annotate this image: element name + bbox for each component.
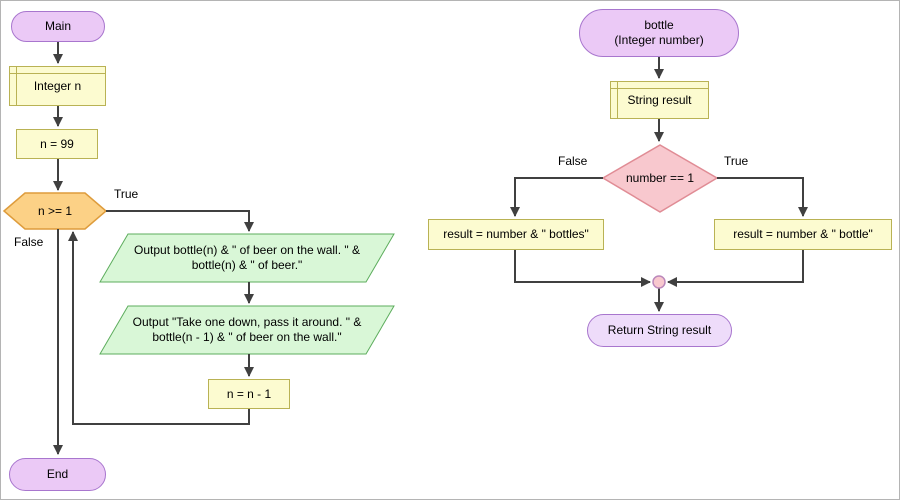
edge-decision-false-to-bottles — [510, 177, 603, 217]
edge-bottles-to-merge — [514, 250, 651, 287]
declaration-string-result: String result — [610, 81, 709, 119]
edge-bottle-to-merge — [667, 250, 804, 287]
terminal-bottle-start-label: bottle (Integer number) — [614, 18, 704, 47]
output-parallelogram-1-shape — [99, 233, 395, 283]
merge-connector-circle — [652, 275, 666, 289]
process-n-equals-99: n = 99 — [16, 129, 98, 159]
process-n-decrement-label: n = n - 1 — [226, 386, 272, 401]
process-result-bottle-label: result = number & " bottle" — [733, 227, 873, 241]
process-n-equals-99-label: n = 99 — [40, 136, 74, 151]
process-n-decrement: n = n - 1 — [208, 379, 290, 409]
process-result-bottles-label: result = number & " bottles" — [443, 227, 589, 241]
declaration-side-line — [16, 67, 17, 105]
process-result-bottle: result = number & " bottle" — [714, 219, 892, 250]
edge-decision-true-to-bottle — [717, 177, 808, 217]
terminal-main-end-label: End — [46, 467, 69, 481]
terminal-return-string-result: Return String result — [587, 314, 732, 347]
declaration-header-line — [611, 88, 708, 89]
decision-diamond-shape — [601, 144, 719, 213]
edge-loop-true-to-output1 — [106, 210, 254, 232]
declaration-header-line — [10, 73, 105, 74]
declaration-integer-n-label: Integer n — [33, 78, 82, 93]
terminal-main-start: Main — [11, 11, 105, 42]
declaration-string-result-label: String result — [627, 92, 692, 107]
output-parallelogram-2-shape — [99, 305, 395, 355]
edge-decrement-back-to-loop — [68, 231, 250, 425]
process-result-bottles: result = number & " bottles" — [428, 219, 604, 250]
declaration-side-line — [617, 82, 618, 118]
loop-hexagon-shape — [2, 192, 108, 230]
terminal-main-end: End — [9, 458, 106, 491]
declaration-integer-n: Integer n — [9, 66, 106, 106]
terminal-return-string-result-label: Return String result — [607, 323, 712, 337]
terminal-bottle-start: bottle (Integer number) — [579, 9, 739, 57]
terminal-main-start-label: Main — [44, 19, 71, 33]
